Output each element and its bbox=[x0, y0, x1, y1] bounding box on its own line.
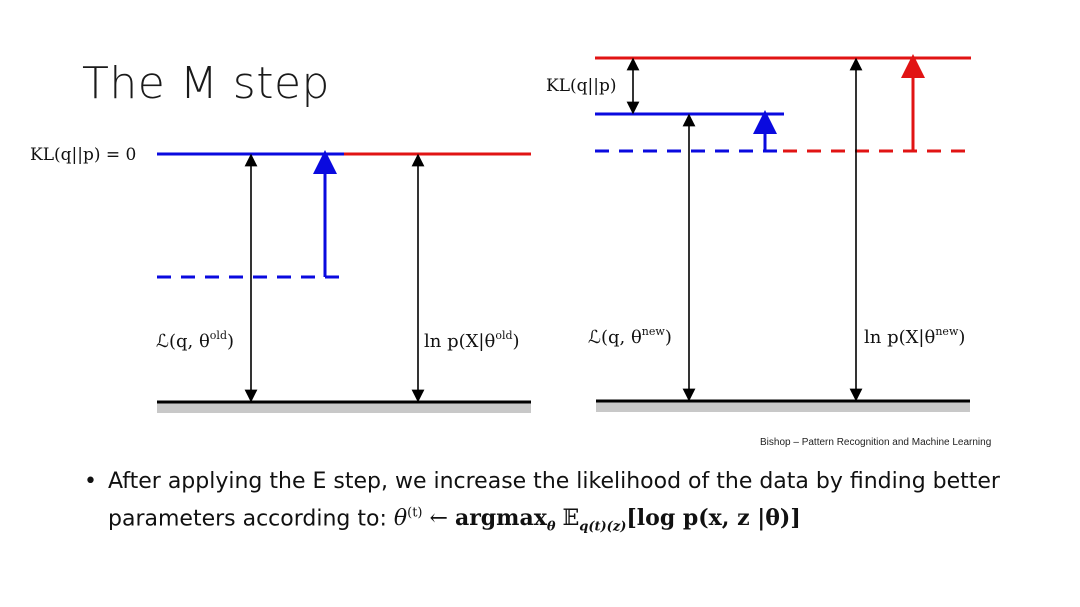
left-base-shadow bbox=[157, 401, 531, 413]
bullet-point: • After applying the E step, we increase… bbox=[84, 466, 1044, 544]
right-base-shadow bbox=[596, 400, 970, 412]
left-panel: KL(q||p) = 0 ℒ(q, θold) ln p(X|θold) bbox=[30, 145, 531, 413]
right-lower-bound-label: ℒ(q, θnew) bbox=[588, 325, 672, 348]
left-log-lik-label: ln p(X|θold) bbox=[424, 329, 520, 352]
left-kl-label: KL(q||p) = 0 bbox=[30, 145, 136, 165]
update-equation: θ(t) ← argmaxθ 𝔼q(t)(z)[log p(x, z |θ)] bbox=[393, 505, 801, 535]
right-kl-label: KL(q||p) bbox=[546, 76, 616, 96]
slide-title: The M step bbox=[82, 58, 330, 109]
left-lower-bound-label: ℒ(q, θold) bbox=[156, 329, 234, 352]
right-panel: KL(q||p) ℒ(q, θnew) ln p(X|θnew) bbox=[546, 54, 971, 412]
right-log-lik-label: ln p(X|θnew) bbox=[864, 325, 965, 348]
bullet-body-text: After applying the E step, we increase t… bbox=[108, 469, 1000, 532]
bullet-dot: • bbox=[84, 469, 97, 494]
bullet-text: After applying the E step, we increase t… bbox=[108, 466, 1044, 544]
citation: Bishop – Pattern Recognition and Machine… bbox=[760, 437, 992, 448]
